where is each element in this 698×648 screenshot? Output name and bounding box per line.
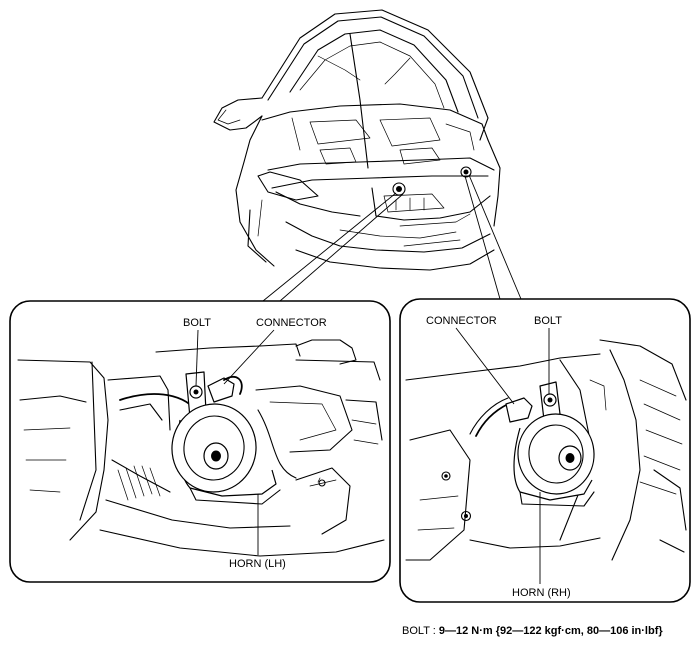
lh-bolt-label: BOLT: [183, 317, 211, 329]
rh-connector-label: CONNECTOR: [426, 315, 497, 327]
torque-spec-value: 9—12 N·m {92—122 kgf·cm, 80—106 in·lbf}: [439, 625, 663, 637]
rh-horn-label: HORN (RH): [512, 587, 571, 599]
lh-connector-label: CONNECTOR: [256, 317, 327, 329]
rh-bolt-label: BOLT: [534, 315, 562, 327]
lh-horn-label: HORN (LH): [229, 558, 286, 570]
rh-horn: [513, 413, 595, 507]
torque-spec-prefix: BOLT :: [402, 625, 439, 637]
rh-horn-location-marker: [460, 166, 472, 178]
lh-horn-connector: [207, 377, 235, 403]
lh-horn-location-marker: [392, 182, 406, 196]
lh-horn: [171, 403, 281, 505]
right-detail-panel: CONNECTOR BOLT HORN (RH): [399, 298, 691, 603]
callout-leaders: [262, 174, 522, 302]
left-detail-panel: BOLT CONNECTOR HORN (LH): [9, 300, 391, 583]
torque-spec: BOLT : 9—12 N·m {92—122 kgf·cm, 80—106 i…: [402, 625, 663, 637]
vehicle-overview: [213, 9, 501, 271]
rh-horn-connector: [505, 397, 533, 423]
